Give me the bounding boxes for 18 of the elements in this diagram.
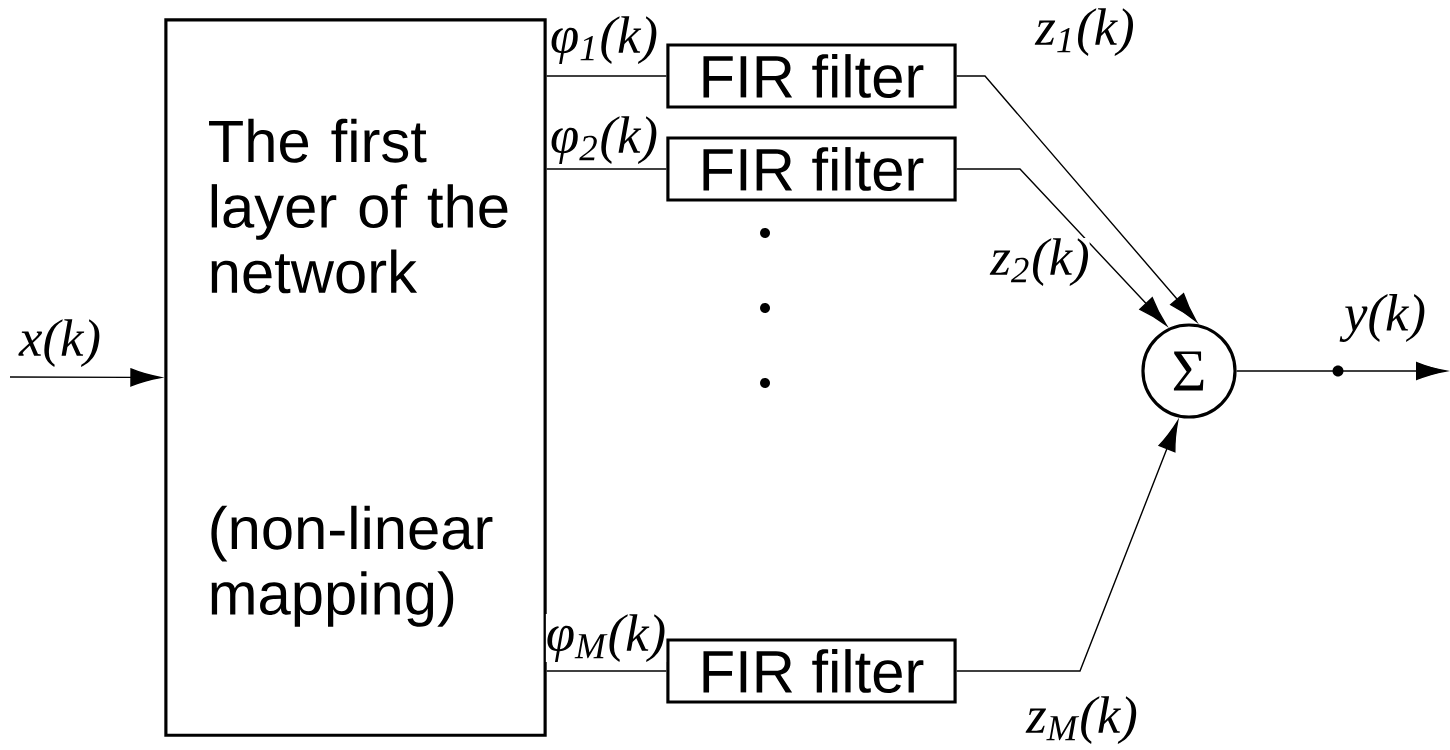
arrow bbox=[955, 75, 1198, 323]
filter-box: FIR filter bbox=[666, 136, 957, 202]
arrow bbox=[1235, 361, 1447, 381]
edge-label: φ$_{1}$(k) bbox=[550, 16, 658, 64]
edge-label: y(k) bbox=[1339, 294, 1426, 342]
edge-label: φ$_{2}$(k) bbox=[550, 116, 658, 164]
summing-junction: Σ bbox=[1141, 323, 1237, 419]
filter-box: FIR filter bbox=[666, 638, 957, 704]
arrow bbox=[9, 368, 162, 387]
arrow bbox=[955, 420, 1179, 672]
filter-box: FIR filter bbox=[666, 43, 957, 109]
edge-label: φ$_{M}$(k) bbox=[545, 614, 667, 662]
edge-label: z$_{2}$(k) bbox=[989, 238, 1090, 286]
block-box: The first layer of the network (non-linear mapping) bbox=[164, 18, 547, 737]
edge-label: z$_{1}$(k) bbox=[1034, 8, 1135, 56]
edge-label: z$_{M}$(k) bbox=[1025, 696, 1138, 744]
arrow bbox=[955, 168, 1167, 326]
edge-label: x(k) bbox=[18, 319, 101, 367]
